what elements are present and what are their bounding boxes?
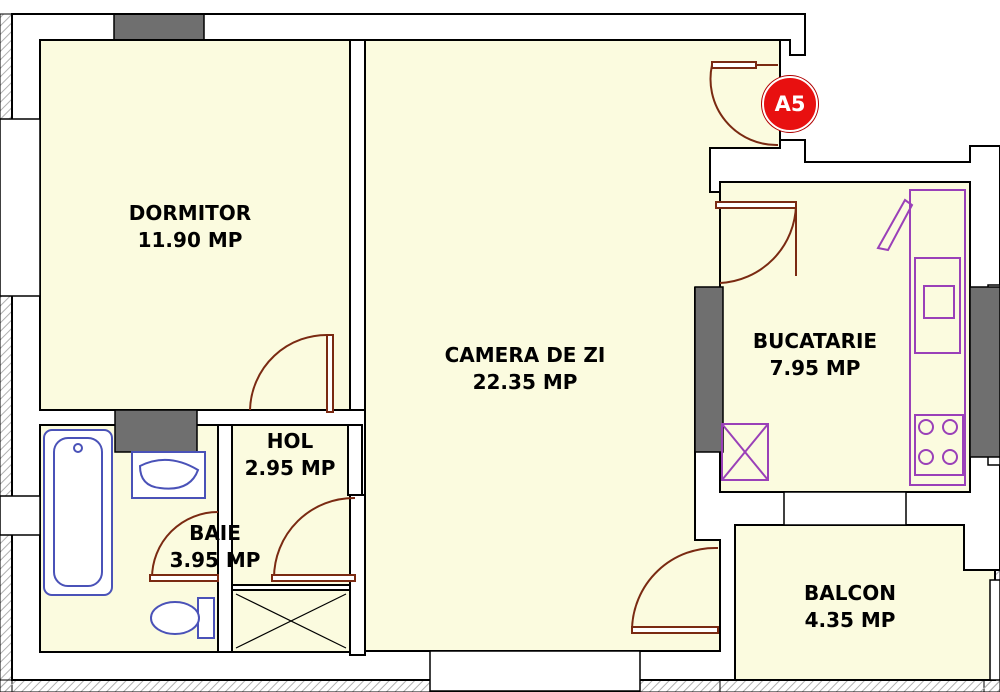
room-area: 2.95 MP — [244, 456, 336, 480]
kitchen-counter — [721, 189, 966, 486]
room-name: HOL — [266, 429, 314, 453]
room-area: 7.95 MP — [769, 356, 861, 380]
room-name: BUCATARIE — [752, 329, 878, 353]
label-baie: BAIE 3.95 MP — [150, 520, 280, 574]
room-name: DORMITOR — [128, 201, 252, 225]
room-area: 4.35 MP — [804, 608, 896, 632]
label-dormitor: DORMITOR 11.90 MP — [95, 200, 285, 254]
floor-balcon — [734, 524, 996, 681]
washbasin — [131, 451, 206, 499]
label-hol: HOL 2.95 MP — [230, 428, 350, 482]
label-balcon: BALCON 4.35 MP — [775, 580, 925, 634]
room-area: 11.90 MP — [137, 228, 243, 252]
room-name: BAIE — [189, 521, 241, 545]
interior-walls — [217, 39, 366, 656]
room-area: 3.95 MP — [169, 548, 261, 572]
floor-dormitor — [39, 39, 351, 411]
columns — [113, 13, 1000, 458]
unit-badge: A5 — [762, 76, 818, 132]
outer-outline — [12, 13, 805, 41]
room-floors — [39, 39, 996, 681]
shaft-cross — [235, 593, 347, 649]
label-bucatarie: BUCATARIE 7.95 MP — [730, 328, 900, 382]
toilet — [150, 597, 215, 639]
room-area: 22.35 MP — [472, 370, 578, 394]
room-name: BALCON — [804, 581, 896, 605]
doors — [149, 61, 797, 634]
label-camera-de-zi: CAMERA DE ZI 22.35 MP — [410, 342, 640, 396]
room-name: CAMERA DE ZI — [444, 343, 606, 367]
bathtub — [43, 429, 113, 596]
